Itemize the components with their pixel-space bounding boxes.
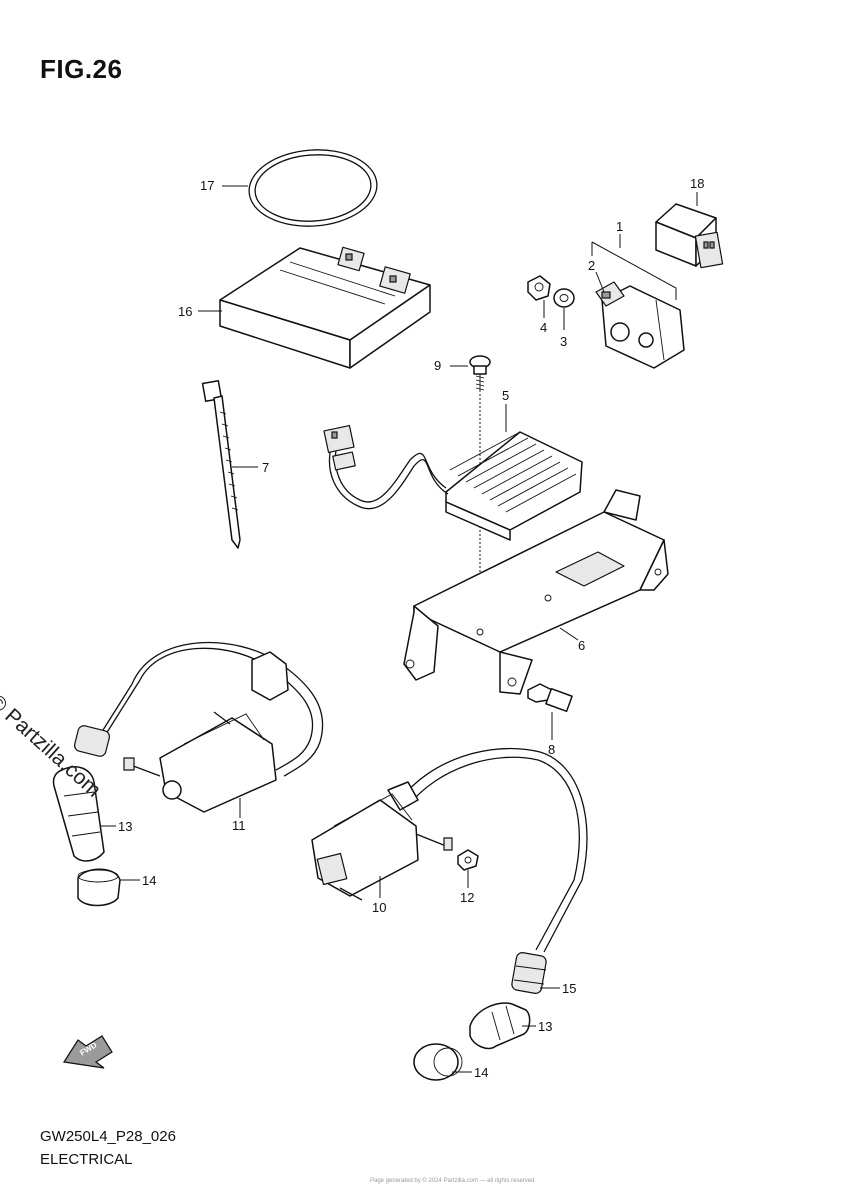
part-7-cable-tie[interactable] (201, 379, 241, 549)
callout-11[interactable]: 11 (232, 818, 246, 833)
callout-15[interactable]: 15 (562, 981, 576, 996)
callout-4[interactable]: 4 (540, 320, 547, 335)
part-13-plug-cap-left[interactable] (52, 725, 110, 862)
part-17-ring[interactable] (247, 146, 380, 231)
callout-9[interactable]: 9 (434, 358, 441, 373)
part-10-ignition-coil[interactable] (311, 748, 588, 953)
callout-10[interactable]: 10 (372, 900, 386, 915)
part-12-nut[interactable] (457, 849, 479, 871)
part-4-nut[interactable] (527, 275, 551, 301)
part-5-regulator-rectifier[interactable] (323, 424, 583, 541)
callout-7[interactable]: 7 (262, 460, 269, 475)
part-13-plug-cap-right[interactable] (469, 1002, 531, 1050)
callout-5[interactable]: 5 (502, 388, 509, 403)
callout-3[interactable]: 3 (560, 334, 567, 349)
callout-8[interactable]: 8 (548, 742, 555, 757)
callout-12[interactable]: 12 (460, 890, 474, 905)
callout-13b[interactable]: 13 (538, 1019, 552, 1034)
callout-6[interactable]: 6 (578, 638, 585, 653)
callout-14b[interactable]: 14 (474, 1065, 488, 1080)
part-3-washer[interactable] (553, 288, 575, 308)
figure-title: FIG.26 (40, 54, 123, 84)
callout-14a[interactable]: 14 (142, 873, 156, 888)
part-14-seal-right[interactable] (413, 1043, 463, 1081)
part-8-bolt[interactable] (527, 683, 573, 713)
callout-13a[interactable]: 13 (118, 819, 132, 834)
callout-18[interactable]: 18 (690, 176, 704, 191)
callout-17[interactable]: 17 (200, 178, 214, 193)
fine-print: Page generated by © 2024 Partzilla.com —… (370, 1178, 535, 1184)
part-6-bracket[interactable] (403, 489, 669, 695)
callout-1[interactable]: 1 (616, 219, 623, 234)
part-9-bolt[interactable] (469, 355, 491, 392)
figure-code: GW250L4_P28_026 (40, 1128, 176, 1145)
part-14-seal-left[interactable] (77, 868, 121, 907)
fwd-arrow-icon: FWD (62, 1035, 113, 1069)
part-18-relay[interactable] (655, 203, 724, 269)
part-11-ignition-coil[interactable] (97, 641, 324, 813)
part-15-terminal[interactable] (511, 952, 547, 995)
figure-name: ELECTRICAL (40, 1151, 133, 1168)
part-16-ecm[interactable] (219, 246, 431, 369)
callout-16[interactable]: 16 (178, 304, 192, 319)
callout-2[interactable]: 2 (588, 258, 595, 273)
part-1-starter-relay[interactable] (595, 281, 685, 369)
